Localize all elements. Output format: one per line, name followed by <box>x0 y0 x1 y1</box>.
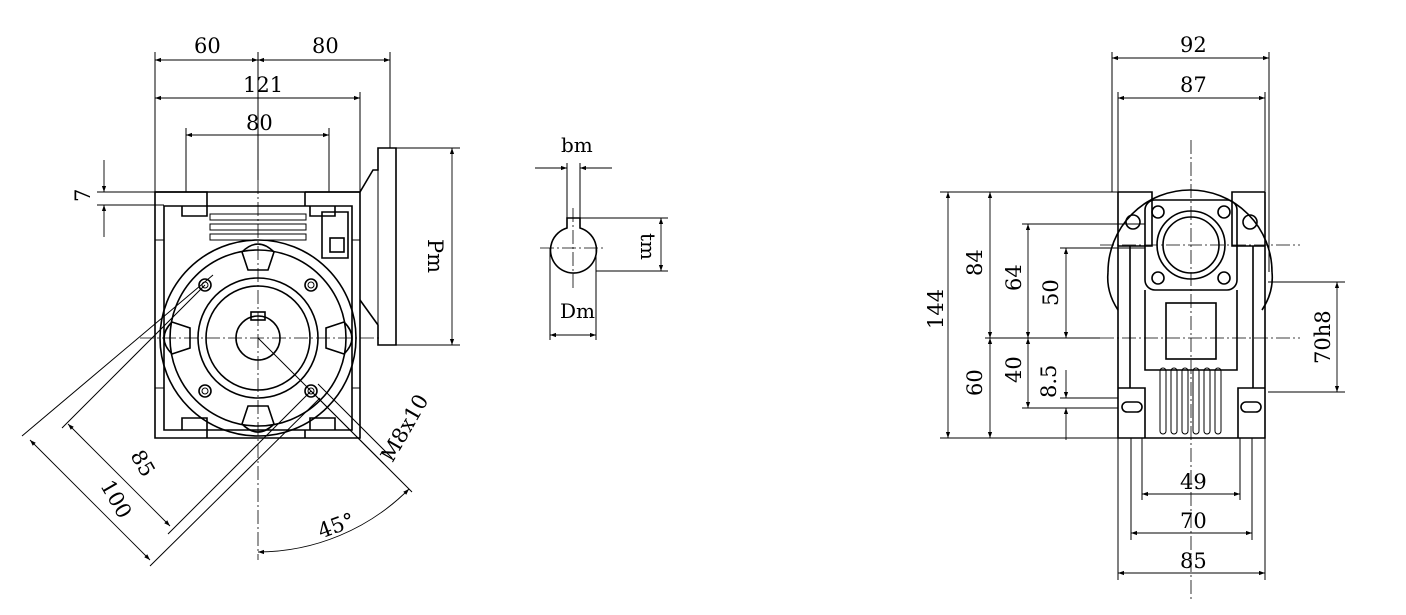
dim-50: 50 <box>1039 279 1063 306</box>
dim-m8x10: M8x10 <box>376 390 434 466</box>
shaft-tm-label: tm <box>636 233 660 260</box>
dim-8-5: 8.5 <box>1037 365 1061 398</box>
dimension-80-inner: 80 <box>185 111 330 192</box>
dim-85-side: 85 <box>1180 549 1207 573</box>
dim-100: 100 <box>96 476 137 523</box>
dim-144: 144 <box>924 289 948 329</box>
dim-64: 64 <box>1002 264 1026 291</box>
dimension-7: 7 <box>71 160 164 237</box>
dimension-top: 60 80 <box>154 34 391 192</box>
dim-80-top: 80 <box>312 34 339 58</box>
dim-45-angle: 45° <box>315 508 358 543</box>
dim-60-side: 60 <box>963 369 987 396</box>
dim-pm: Pm <box>423 239 447 273</box>
dim-80-inner: 80 <box>246 111 273 135</box>
dimension-pm: Pm <box>396 147 460 346</box>
dim-49: 49 <box>1180 470 1207 494</box>
dim-92: 92 <box>1180 33 1207 57</box>
shaft-section: bm tm Dm <box>535 133 668 340</box>
dimension-121: 121 <box>155 73 361 192</box>
dim-85: 85 <box>126 446 160 481</box>
front-view: 60 80 121 80 7 Pm <box>21 34 460 567</box>
dim-7: 7 <box>71 189 95 202</box>
dim-70h8: 70h8 <box>1311 310 1335 364</box>
shaft-dm-label: Dm <box>560 299 595 323</box>
side-view: 92 87 144 84 60 64 40 50 8.5 <box>924 33 1345 600</box>
cooling-fins <box>1159 367 1222 435</box>
dim-84: 84 <box>963 249 987 276</box>
dim-87: 87 <box>1180 73 1207 97</box>
shaft-bm-label: bm <box>561 133 593 157</box>
housing-outline <box>154 191 361 439</box>
dim-40: 40 <box>1002 356 1026 383</box>
input-flange <box>359 147 397 346</box>
dim-121: 121 <box>243 73 283 97</box>
dim-70: 70 <box>1180 509 1207 533</box>
dim-60: 60 <box>194 34 221 58</box>
dimension-diagonal: 85 100 <box>21 274 321 567</box>
dimension-thread: M8x10 <box>310 383 434 466</box>
